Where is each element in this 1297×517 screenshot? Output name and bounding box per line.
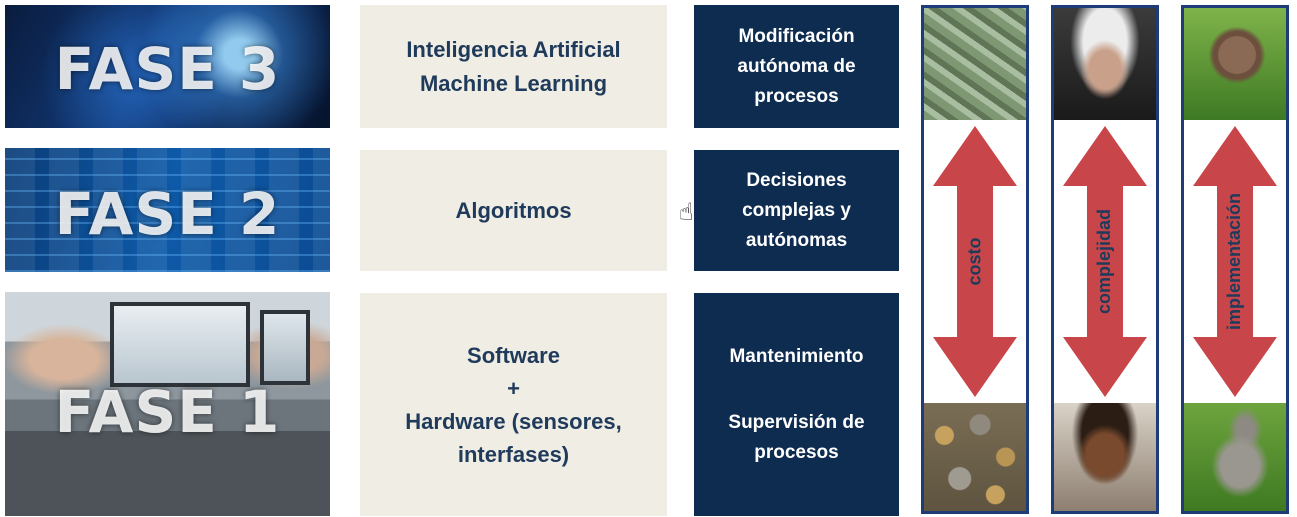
outcome-line: Decisiones bbox=[746, 169, 847, 191]
outcome-line: Supervisión de bbox=[728, 411, 865, 433]
phase-1-outcome: Mantenimiento Supervisión de procesos bbox=[694, 293, 899, 516]
scale-costo: costo bbox=[921, 5, 1029, 514]
phase-2-outcome: Decisiones complejas y autónomas bbox=[694, 150, 899, 271]
outcome-line: complejas y bbox=[742, 199, 851, 221]
outcome-line: autónoma de bbox=[737, 55, 856, 77]
description-line: Machine Learning bbox=[419, 70, 608, 96]
phase-1-label: FASE 1 bbox=[54, 378, 281, 446]
outcome-line: procesos bbox=[754, 441, 839, 463]
outcome-line: Mantenimiento bbox=[729, 345, 864, 367]
hand-cursor-icon: ☝ bbox=[679, 198, 694, 226]
outcome-line: autónomas bbox=[745, 229, 848, 251]
child-portrait-image bbox=[1054, 403, 1156, 511]
outcome-line: procesos bbox=[754, 85, 839, 107]
phase-1-image: FASE 1 bbox=[5, 292, 330, 516]
monitor-shape bbox=[260, 310, 310, 385]
scale-implementacion: implementación bbox=[1181, 5, 1289, 514]
phase-3-outcome: Modificación autónoma de procesos bbox=[694, 5, 899, 128]
description-line: interfases) bbox=[457, 441, 570, 467]
monitor-shape bbox=[110, 302, 250, 387]
snail-image bbox=[1184, 8, 1286, 120]
coins-image bbox=[924, 403, 1026, 511]
scale-label: complejidad bbox=[1094, 208, 1115, 315]
description-line: Hardware (sensores, bbox=[405, 408, 622, 434]
scale-complejidad: complejidad bbox=[1051, 5, 1159, 514]
outcome-line: Modificación bbox=[738, 25, 855, 47]
rabbit-image bbox=[1184, 403, 1286, 511]
description-line: + bbox=[507, 375, 520, 401]
double-arrow-icon bbox=[933, 126, 1017, 397]
dollar-bills-image bbox=[924, 8, 1026, 120]
phase-2-description: Algoritmos bbox=[360, 150, 667, 271]
phase-3-image: FASE 3 bbox=[5, 5, 330, 128]
description-line: Software bbox=[467, 342, 560, 368]
double-arrow-icon bbox=[1063, 126, 1147, 397]
phase-3-description: Inteligencia Artificial Machine Learning bbox=[360, 5, 667, 128]
einstein-portrait-image bbox=[1054, 8, 1156, 120]
phase-1-description: Software + Hardware (sensores, interfase… bbox=[360, 293, 667, 516]
scale-label: implementación bbox=[1224, 192, 1245, 331]
phase-2-image: FASE 2 bbox=[5, 148, 330, 272]
phase-3-label: FASE 3 bbox=[54, 35, 281, 103]
double-arrow-icon bbox=[1193, 126, 1277, 397]
phase-2-label: FASE 2 bbox=[54, 180, 281, 248]
description-line: Inteligencia Artificial bbox=[406, 36, 621, 62]
scale-label: costo bbox=[964, 237, 985, 286]
description-line: Algoritmos bbox=[455, 197, 572, 223]
